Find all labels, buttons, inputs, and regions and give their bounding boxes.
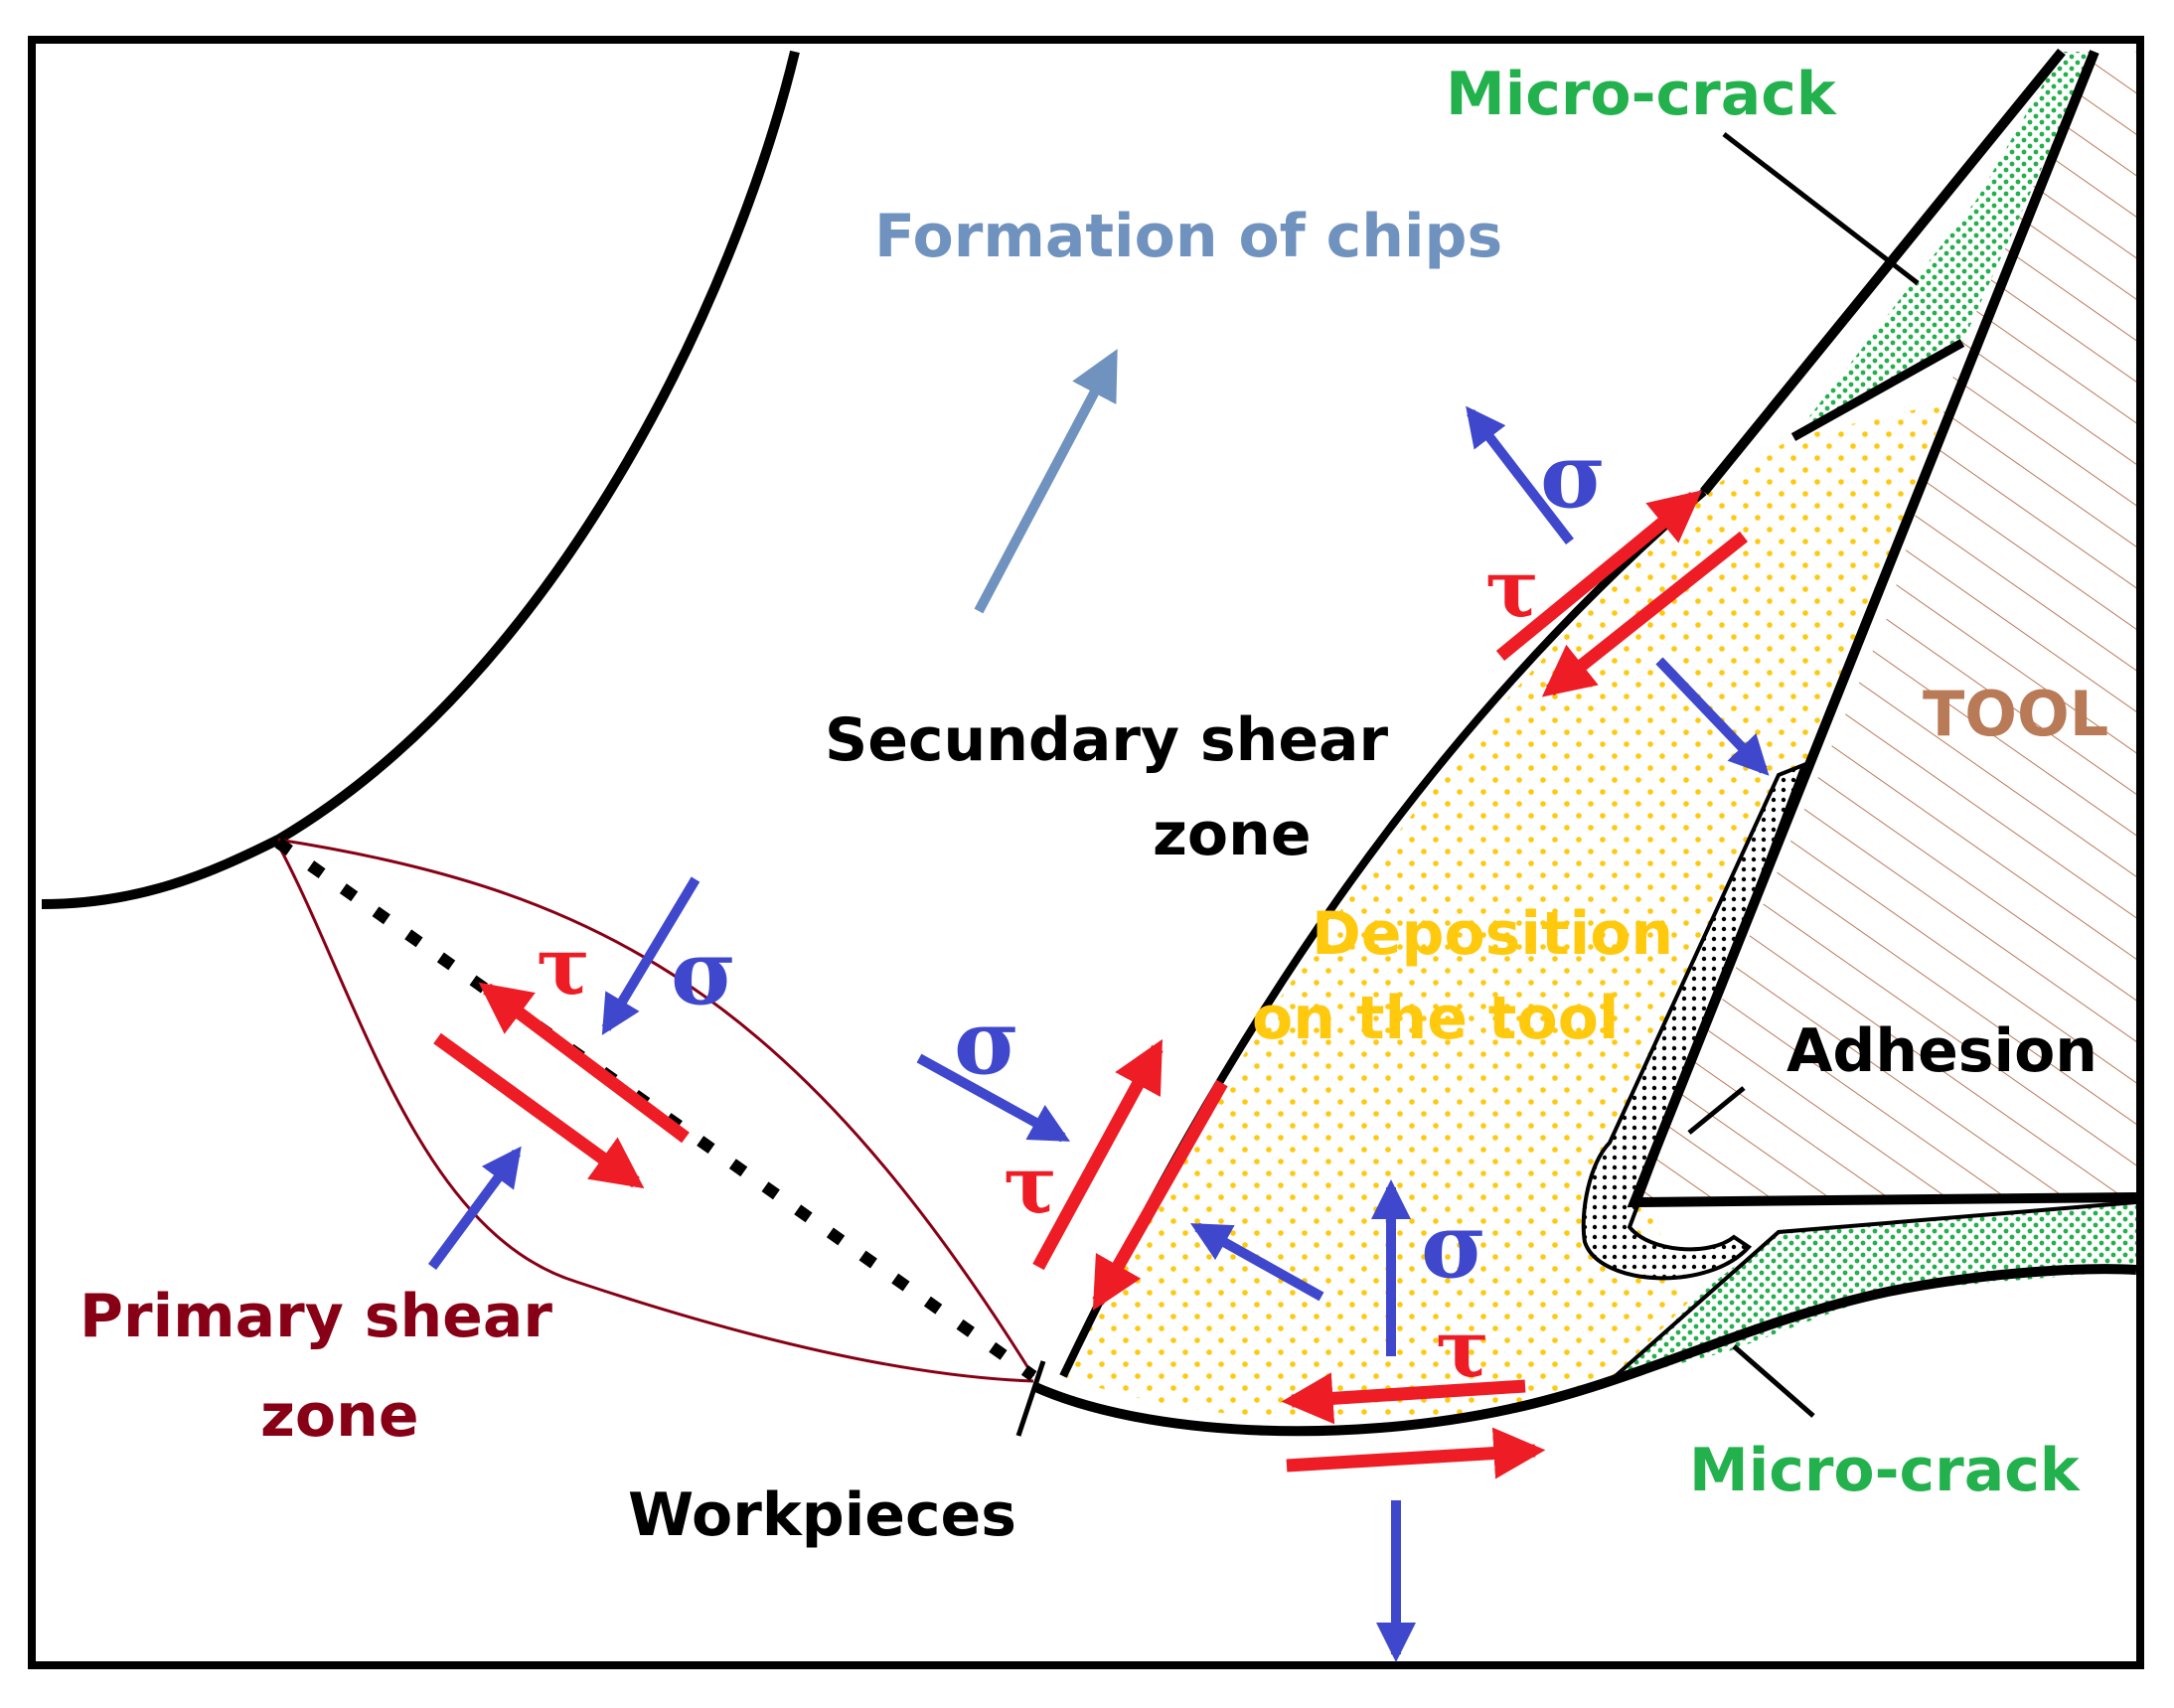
flank-sigma-symbol: σ — [1421, 1193, 1486, 1299]
secundary-shear-zone-label-line1: Secundary shear — [825, 705, 1389, 775]
adhesion-layer — [1581, 761, 1807, 1281]
primary-shear-zone-label-line1: Primary shear — [79, 1282, 552, 1351]
deposition-sigma-arrow — [1190, 1222, 1324, 1302]
tool-outline — [1627, 50, 2137, 1208]
micro-crack-bottom-pointer — [1732, 1344, 1815, 1418]
micro-crack-top-region — [1793, 52, 2095, 437]
cutting-edge-line — [1015, 1360, 1046, 1437]
chip-back-curve — [41, 50, 800, 909]
secondary-sigma-arrow-in — [916, 1053, 1071, 1143]
micro-crack-bottom-edge — [1608, 1200, 2137, 1383]
chip-flow-arrow — [974, 349, 1118, 614]
upper-tau-symbol: τ — [1485, 542, 1539, 635]
workpiece-surface — [1030, 1264, 2137, 1437]
micro-crack-bottom-label: Micro-crack — [1689, 1436, 2082, 1505]
tool-inner-edge — [1790, 339, 1965, 441]
upper-sigma-symbol: σ — [1540, 423, 1606, 529]
secondary-tau-arrow-down — [1092, 1079, 1228, 1312]
primary-sigma-arrow-bottom — [427, 1146, 522, 1270]
deposition-label-line2: on the tool — [1252, 984, 1620, 1053]
micro-crack-top-label: Micro-crack — [1446, 60, 1838, 129]
primary-tau-arrow-lower — [433, 1032, 645, 1189]
primary-sigma-arrow-top — [601, 876, 700, 1035]
flank-tau-arrow-left — [1281, 1372, 1526, 1425]
primary-shear-zone-boundary-lower — [276, 844, 1034, 1383]
upper-tau-arrow-down — [1541, 531, 1749, 698]
primary-tau-symbol: τ — [537, 919, 590, 1012]
primary-sigma-symbol: σ — [671, 920, 736, 1025]
secondary-tau-symbol: τ — [1004, 1138, 1057, 1231]
tool-label: TOOL — [1923, 678, 2108, 750]
primary-tau-arrow-upper — [478, 982, 690, 1144]
primary-shear-zone-boundary-upper — [277, 838, 1035, 1377]
flank-tau-symbol: τ — [1436, 1302, 1489, 1395]
flank-tau-arrow-right — [1286, 1427, 1546, 1479]
deposition-label-line1: Deposition — [1312, 899, 1673, 969]
deposition-region — [1063, 402, 1947, 1422]
adhesion-pointer — [1687, 1086, 1746, 1135]
adhesion-label: Adhesion — [1786, 1016, 2097, 1086]
primary-shear-zone-label-line2: zone — [260, 1381, 419, 1451]
formation-of-chips-label: Formation of chips — [874, 202, 1502, 271]
secondary-tau-arrow-up — [1032, 1038, 1164, 1271]
secondary-sigma-symbol: σ — [954, 990, 1019, 1095]
upper-tau-arrow-up — [1495, 490, 1703, 662]
tool-body — [1634, 52, 2136, 1202]
chip-outer-edge — [1700, 48, 2066, 496]
micro-crack-top-pointer — [1722, 132, 1920, 285]
secundary-shear-zone-label-line2: zone — [1153, 800, 1312, 869]
upper-sigma-arrow-in — [1655, 657, 1770, 776]
workpieces-label: Workpieces — [628, 1480, 1016, 1550]
upper-sigma-arrow-out — [1466, 405, 1574, 545]
